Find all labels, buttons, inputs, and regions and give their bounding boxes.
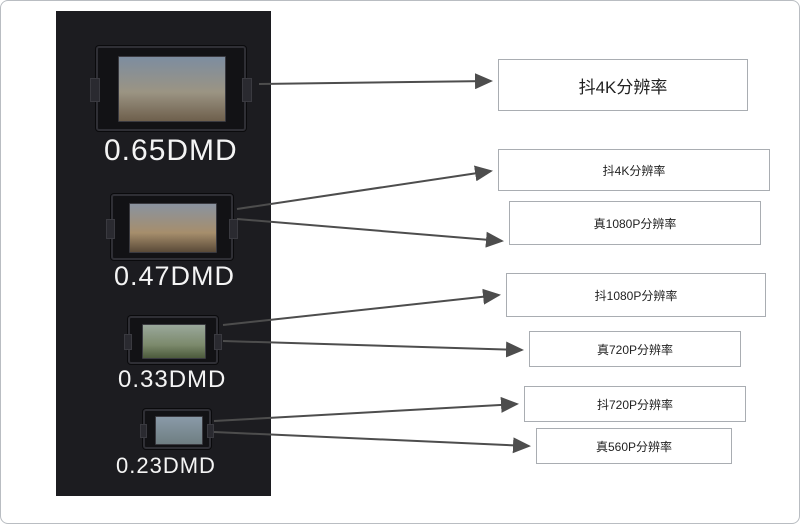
res-box-1080p-shake: 抖1080P分辨率 <box>506 273 766 317</box>
chip-label-047: 0.47DMD <box>114 261 236 291</box>
chip-tab <box>90 78 100 102</box>
res-box-1080p-true: 真1080P分辨率 <box>509 201 761 245</box>
res-box-560p-true: 真560P分辨率 <box>536 428 732 464</box>
dmd-chip-047 <box>106 194 238 260</box>
res-box-720p-shake: 抖720P分辨率 <box>524 386 746 422</box>
chip-screen <box>155 416 203 445</box>
arrow-047-to-4k <box>236 165 493 210</box>
chip-label-033: 0.33DMD <box>118 366 227 393</box>
res-box-4k-shake: 抖4K分辨率 <box>498 149 770 191</box>
chip-tab <box>106 219 115 239</box>
dmd-chip-023 <box>140 409 214 449</box>
arrow-047-to-1080p-true <box>236 218 504 248</box>
res-box-720p-true: 真720P分辨率 <box>529 331 741 367</box>
chip-tab <box>207 424 214 438</box>
chip-tab <box>229 219 238 239</box>
chip-panel: 0.65DMD 0.47DMD 0.33DMD 0.23DMD <box>56 11 271 496</box>
chip-tab <box>242 78 252 102</box>
dmd-chip-033 <box>124 316 222 364</box>
res-box-4k-shake-large: 抖4K分辨率 <box>498 59 748 111</box>
chip-tab <box>214 334 222 350</box>
chip-screen <box>129 203 217 253</box>
chip-label-065: 0.65DMD <box>104 134 238 167</box>
chip-tab <box>140 424 147 438</box>
chip-tab <box>124 334 132 350</box>
chip-screen <box>142 324 206 359</box>
arrow-065-to-4k <box>258 73 493 90</box>
dmd-chip-065 <box>90 46 252 131</box>
chip-label-023: 0.23DMD <box>116 453 216 478</box>
chip-screen <box>118 56 226 122</box>
